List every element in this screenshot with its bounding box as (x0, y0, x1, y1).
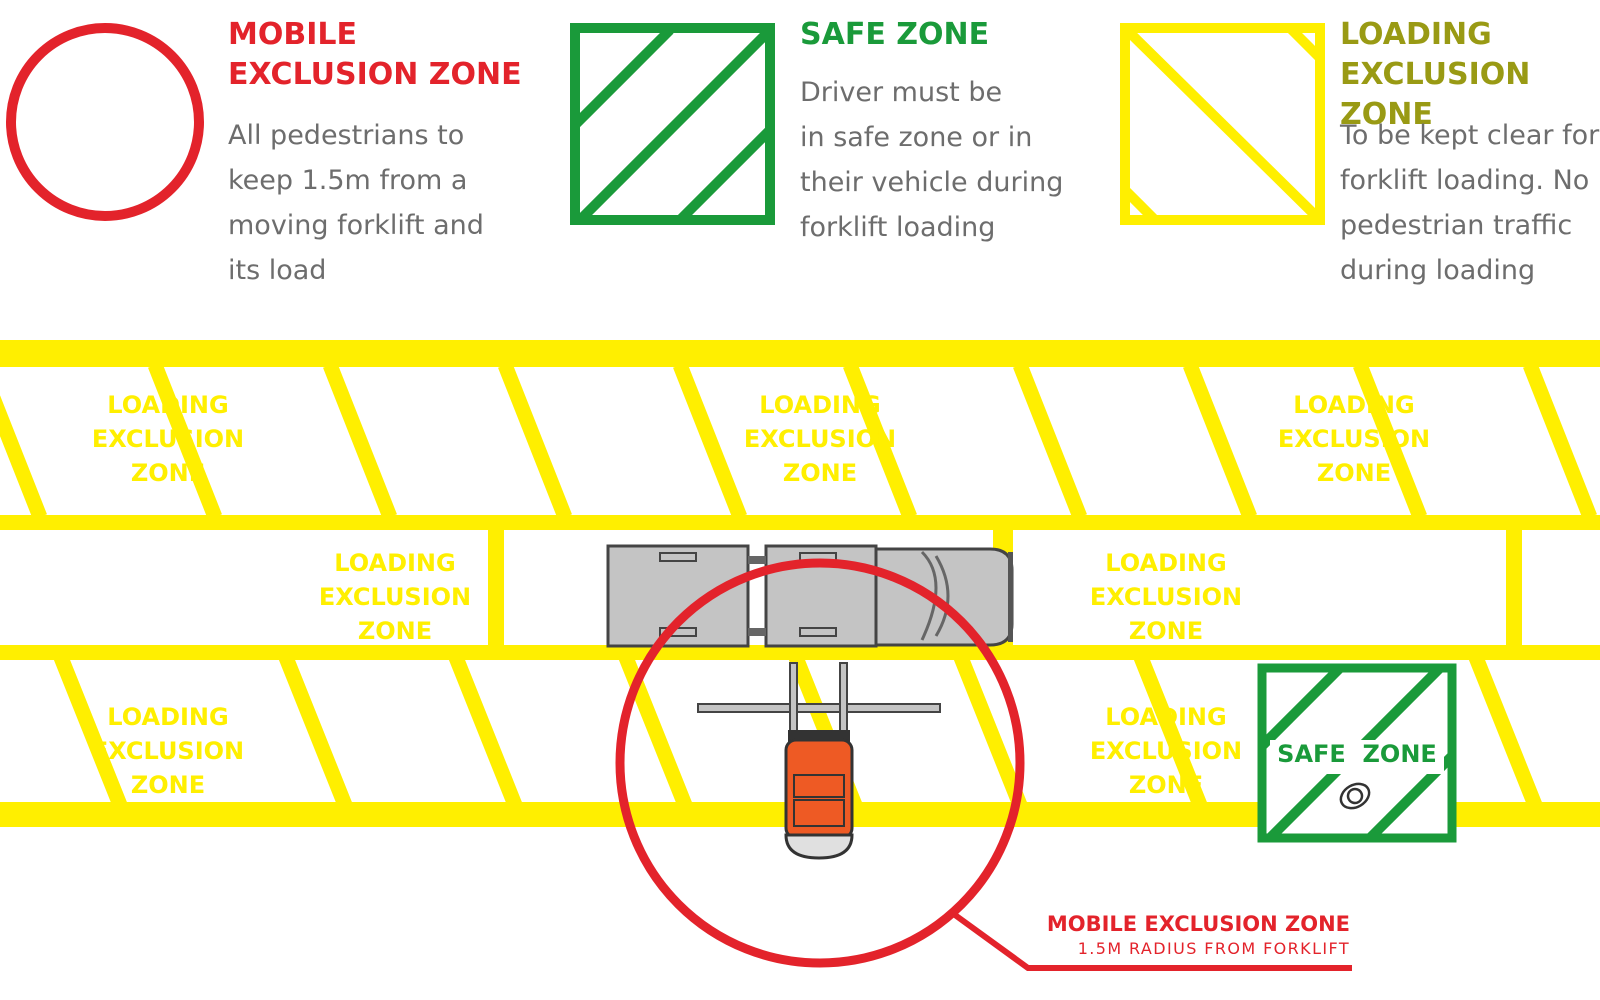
loading-zone-label: LOADING EXCLUSION ZONE (318, 549, 472, 645)
truck (606, 544, 1014, 648)
pedestrian-icon (1339, 782, 1371, 810)
mobile-zone-legend-title: MOBILE EXCLUSION ZONE (228, 17, 522, 92)
mobile-zone-callout: MOBILE EXCLUSION ZONE 1.5M RADIUS FROM F… (1047, 912, 1350, 958)
safe-zone-label: SAFE ZONE (1277, 740, 1437, 768)
forklift (697, 662, 941, 860)
callout-title: MOBILE EXCLUSION ZONE (1046, 912, 1350, 936)
safe-zone-box (1257, 663, 1457, 843)
loading-zone-legend-title: LOADING EXCLUSION ZONE (1340, 17, 1531, 132)
mobile-zone-legend-text: All pedestrians to keep 1.5m from a movi… (228, 120, 484, 286)
loading-zone-label: LOADING EXCLUSION ZONE (91, 391, 245, 487)
mobile-exclusion-circle (615, 558, 1025, 968)
loading-zone-label: LOADING EXCLUSION ZONE (1089, 549, 1243, 645)
truck-cab (874, 547, 1014, 647)
top-band-hatching (0, 367, 1597, 515)
safe-zone-legend-text: Driver must be in safe zone or in their … (800, 77, 1064, 243)
loading-zone-label: LOADING EXCLUSION ZONE (91, 703, 245, 799)
loading-zone-legend-icon (1120, 23, 1325, 225)
callout-subtitle: 1.5M RADIUS FROM FORKLIFT (1077, 939, 1350, 958)
loading-zone-label: LOADING EXCLUSION ZONE (1277, 391, 1431, 487)
forklift-counterweight (784, 833, 854, 860)
callout-leader-line (953, 912, 1352, 971)
loading-zone-legend-text: To be kept clear for forklift loading. N… (1340, 120, 1600, 286)
loading-zone-label: LOADING EXCLUSION ZONE (1089, 703, 1243, 799)
loading-zone-label: LOADING EXCLUSION ZONE (743, 391, 897, 487)
safe-zone-legend-icon (570, 23, 775, 225)
forklift-load (697, 703, 941, 713)
safe-zone-legend-title: SAFE ZONE (800, 17, 990, 52)
mobile-zone-legend-icon (6, 23, 204, 221)
